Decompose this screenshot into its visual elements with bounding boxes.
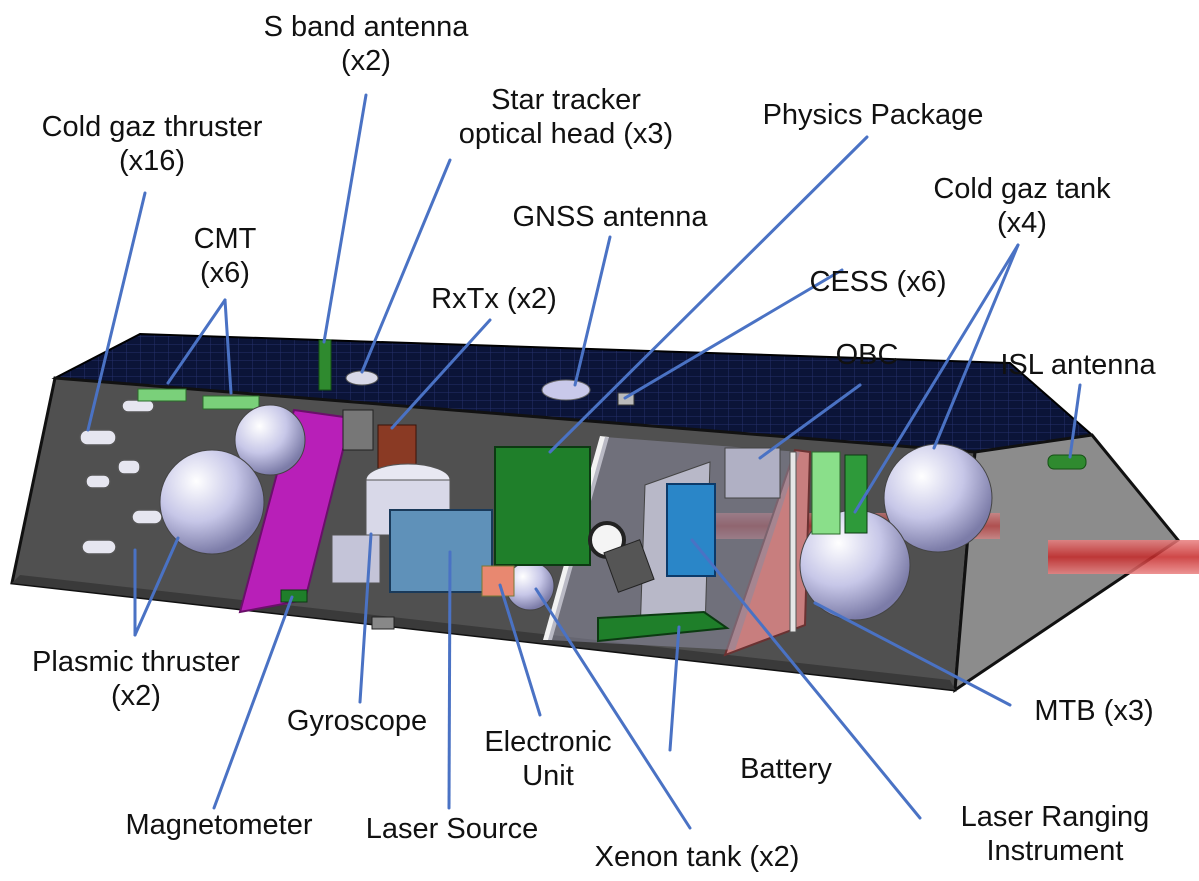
magnetometer-box: [280, 589, 308, 603]
label-cess: CESS (x6): [810, 265, 947, 299]
label-electronic-unit: Electronic Unit: [484, 725, 611, 793]
label-line: optical head (x3): [458, 118, 674, 150]
mtb-rod: [789, 451, 797, 633]
label-line: (x6): [200, 257, 250, 289]
label-line: Electronic: [484, 726, 612, 758]
label-line: GNSS antenna: [512, 201, 708, 233]
label-line: Gyroscope: [286, 705, 428, 737]
label-line: Cold gaz thruster: [41, 111, 263, 143]
battery-box: [597, 610, 730, 643]
label-line: MTB (x3): [1034, 695, 1154, 727]
label-line: Star tracker: [491, 84, 641, 116]
label-line: Xenon tank (x2): [594, 841, 800, 873]
gyroscope-box: [331, 534, 381, 584]
lri-blue-block: [666, 483, 716, 577]
label-line: Laser Source: [365, 813, 539, 845]
laser-source-box: [389, 509, 493, 593]
label-line: S band antenna: [263, 11, 469, 43]
label-line: RxTx (x2): [431, 283, 557, 315]
label-s-band-antenna: S band antenna (x2): [264, 10, 469, 78]
label-gyroscope: Gyroscope: [287, 704, 427, 738]
star-tracker-body: [342, 409, 374, 451]
green-panel-a: [811, 451, 841, 535]
label-line: Battery: [740, 753, 832, 785]
label-battery: Battery: [740, 752, 832, 786]
label-line: Cold gaz tank: [933, 173, 1111, 205]
label-laser-ranging-instrument: Laser Ranging Instrument: [961, 800, 1150, 868]
label-star-tracker: Star tracker optical head (x3): [459, 83, 673, 151]
label-line: (x4): [997, 207, 1047, 239]
label-line: OBC: [835, 339, 899, 371]
physics-package-box: [494, 446, 591, 566]
cold-gaz-thrusters: [79, 399, 163, 555]
leader-lines: [86, 93, 1082, 830]
label-line: Plasmic thruster: [32, 646, 240, 678]
label-gnss-antenna: GNSS antenna: [512, 200, 707, 234]
s-band-antenna: [318, 339, 332, 391]
label-line: Unit: [522, 760, 574, 792]
label-line: Instrument: [986, 835, 1124, 867]
gnss-antenna-disc: [541, 379, 591, 401]
obc-box: [724, 447, 781, 499]
label-xenon-tank: Xenon tank (x2): [595, 840, 800, 874]
label-line: Physics Package: [762, 99, 984, 131]
label-rxtx: RxTx (x2): [431, 282, 557, 316]
label-physics-package: Physics Package: [763, 98, 984, 132]
label-magnetometer: Magnetometer: [126, 808, 313, 842]
floor-plate: [371, 616, 395, 630]
label-line: (x2): [341, 45, 391, 77]
label-cold-gaz-tank: Cold gaz tank (x4): [933, 172, 1110, 240]
label-line: CMT: [193, 223, 257, 255]
label-cold-gaz-thruster: Cold gaz thruster (x16): [42, 110, 263, 178]
label-cmt: CMT (x6): [194, 222, 257, 290]
electronic-unit-box: [481, 565, 515, 597]
cold-gaz-tank-sphere-1: [234, 404, 306, 476]
label-line: Magnetometer: [125, 809, 313, 841]
label-obc: OBC: [836, 338, 899, 372]
label-plasmic-thruster: Plasmic thruster (x2): [32, 645, 240, 713]
label-mtb: MTB (x3): [1034, 694, 1153, 728]
label-line: (x16): [118, 145, 186, 177]
cold-gaz-tank-sphere-3: [883, 443, 993, 553]
isl-antenna: [1047, 454, 1087, 470]
lri-telescope-body: [603, 539, 655, 593]
cmt-bar-2: [202, 395, 260, 410]
green-panel-b: [844, 454, 868, 534]
label-line: CESS (x6): [809, 266, 947, 298]
label-isl-antenna: ISL antenna: [1000, 348, 1155, 382]
cmt-bar-1: [137, 388, 187, 402]
label-laser-source: Laser Source: [366, 812, 539, 846]
label-line: ISL antenna: [1000, 349, 1156, 381]
label-line: Laser Ranging: [960, 801, 1150, 833]
label-line: (x2): [111, 680, 161, 712]
laser-beam: [1048, 540, 1199, 574]
cold-gaz-tank-sphere-2: [159, 449, 265, 555]
